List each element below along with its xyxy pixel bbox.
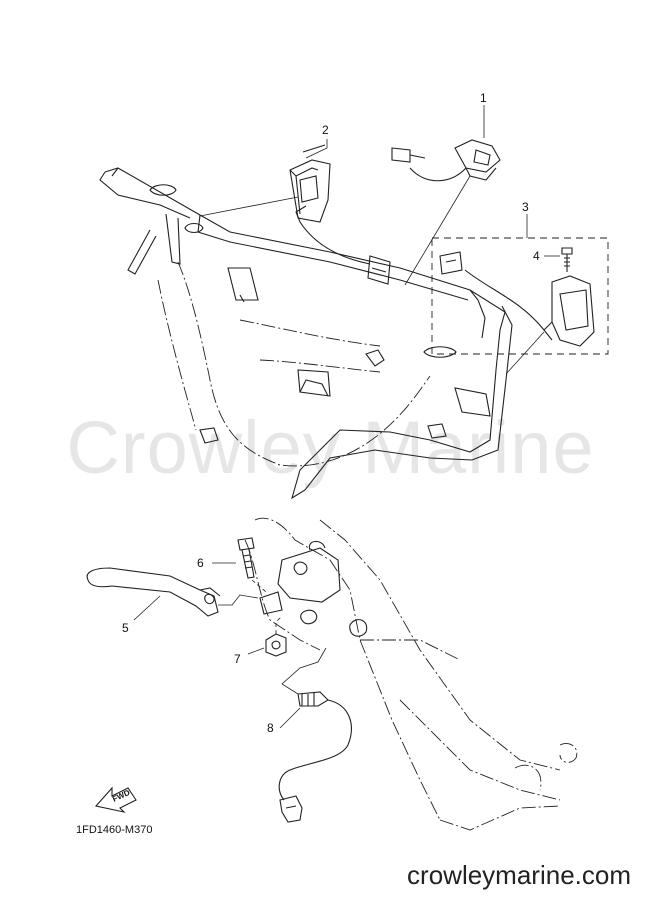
lever-5 <box>86 567 221 617</box>
callout-5: 5 <box>122 621 129 635</box>
leader-line-8 <box>279 707 301 729</box>
leader-line-7b <box>275 615 283 634</box>
leader-line-8b <box>281 647 327 695</box>
screw-4 <box>561 247 573 272</box>
handlebar-cover <box>99 167 513 500</box>
callout-8: 8 <box>267 721 274 735</box>
leader-line-6b <box>251 579 267 593</box>
body-panel-outline <box>157 261 431 467</box>
callout-6: 6 <box>197 556 204 570</box>
footer-site-link[interactable]: crowleymarine.com <box>407 860 631 890</box>
nut-7 <box>265 633 287 657</box>
leader-line-5 <box>133 595 161 621</box>
lever-bracket <box>259 540 368 637</box>
kit-box-3 <box>431 237 609 355</box>
leader-line-7 <box>247 647 265 655</box>
leader-tick-2 <box>305 139 328 159</box>
switch-assembly-3 <box>439 251 595 347</box>
callout-7: 7 <box>234 652 241 666</box>
callout-3: 3 <box>522 200 529 214</box>
callout-1: 1 <box>480 91 487 105</box>
leader-line-3b <box>505 331 545 375</box>
switch-8 <box>278 691 352 823</box>
switch-1 <box>391 139 501 182</box>
fwd-arrow-icon: FWD <box>94 786 137 813</box>
leader-line-1b <box>404 175 471 286</box>
callout-2: 2 <box>322 123 329 137</box>
leader-line-5b <box>218 594 259 606</box>
leader-line-2 <box>199 196 299 217</box>
switch-assembly-2 <box>289 144 391 285</box>
diagram-code: 1FD1460-M370 <box>76 824 153 836</box>
callout-4: 4 <box>533 249 540 263</box>
bolt-6 <box>237 537 255 579</box>
